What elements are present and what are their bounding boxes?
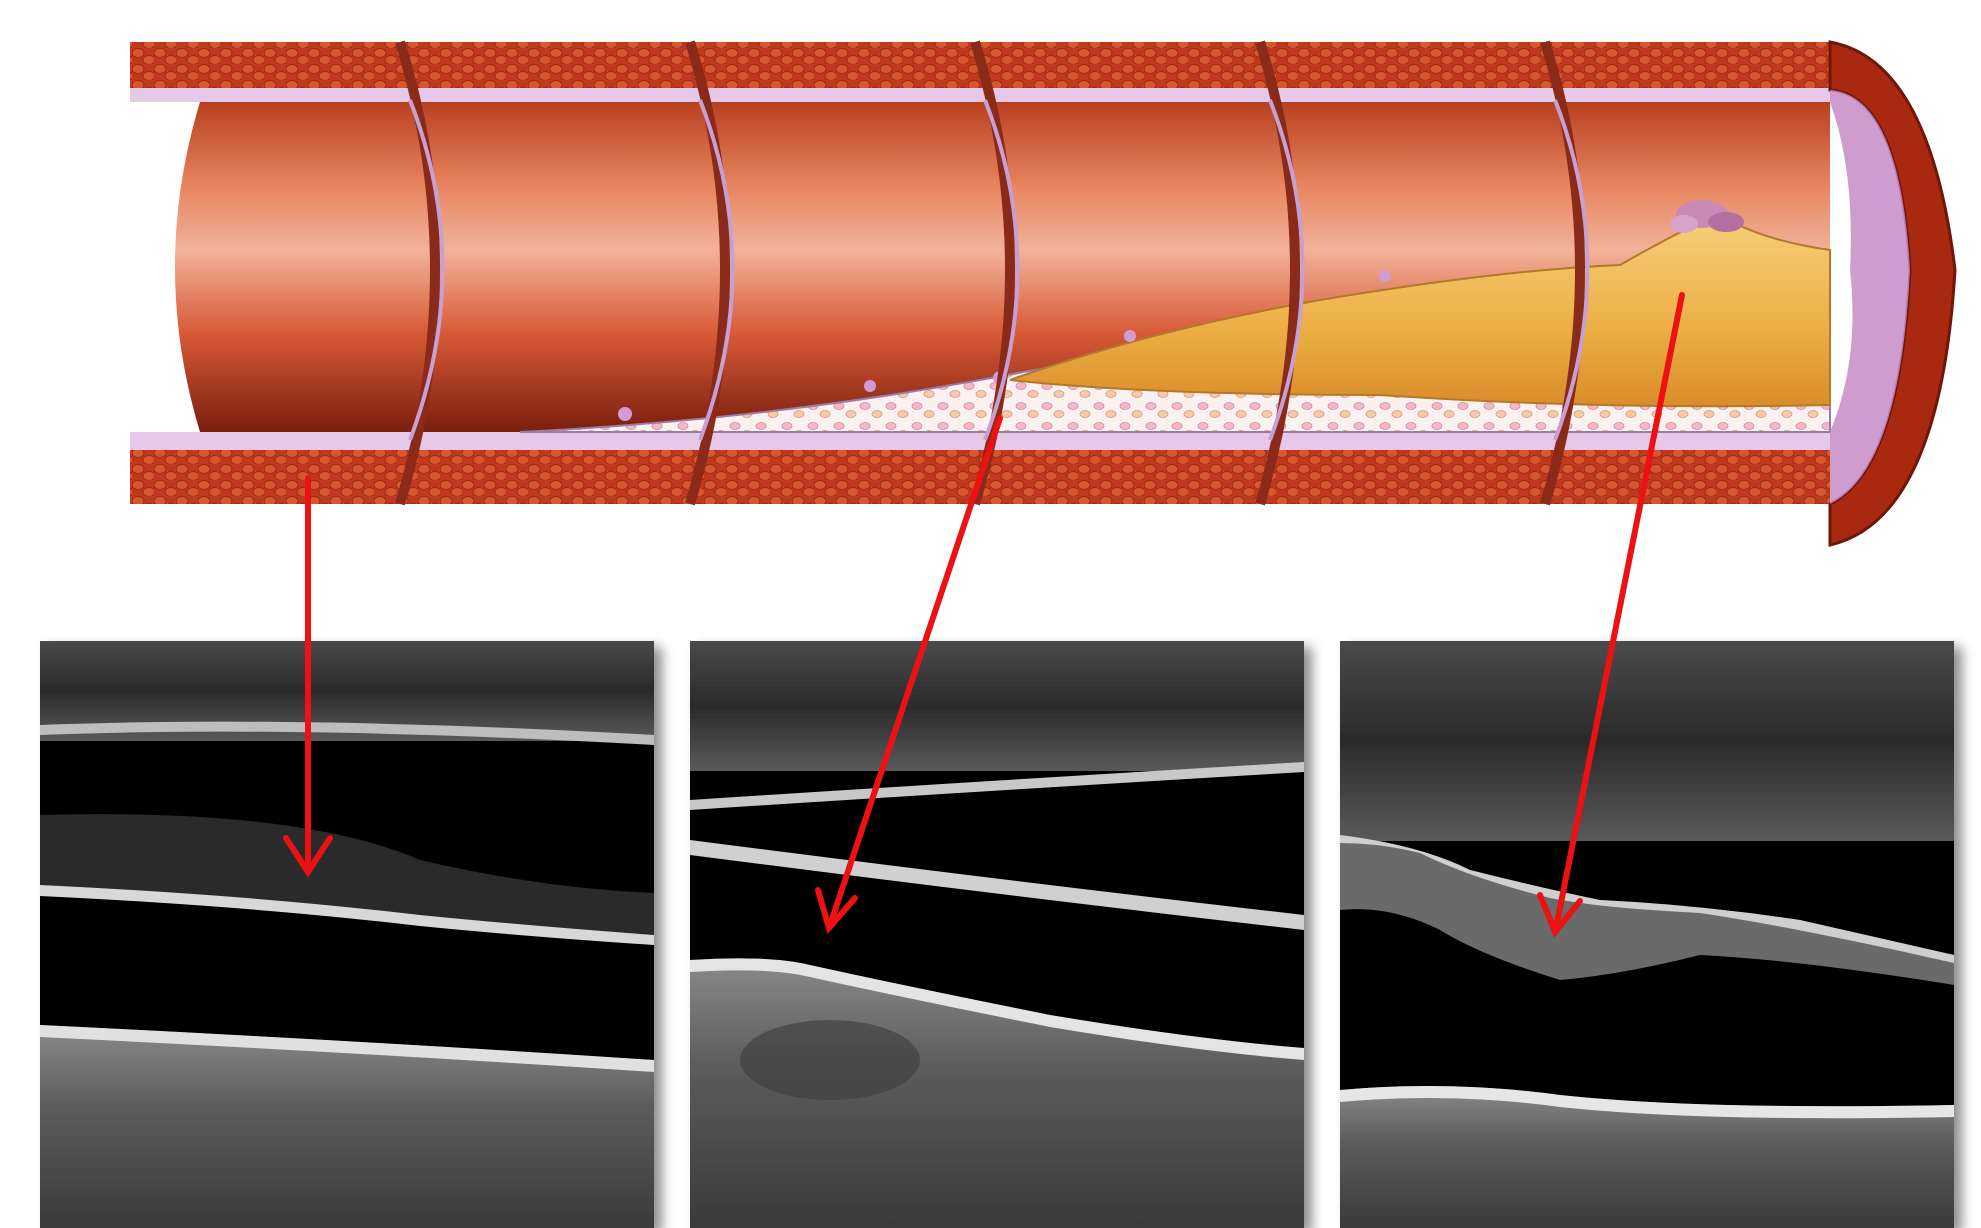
ultrasound-panel-advanced	[1340, 641, 1954, 1228]
ultrasound-panel-early	[690, 641, 1304, 1228]
ultrasound-panel-normal	[40, 641, 654, 1228]
